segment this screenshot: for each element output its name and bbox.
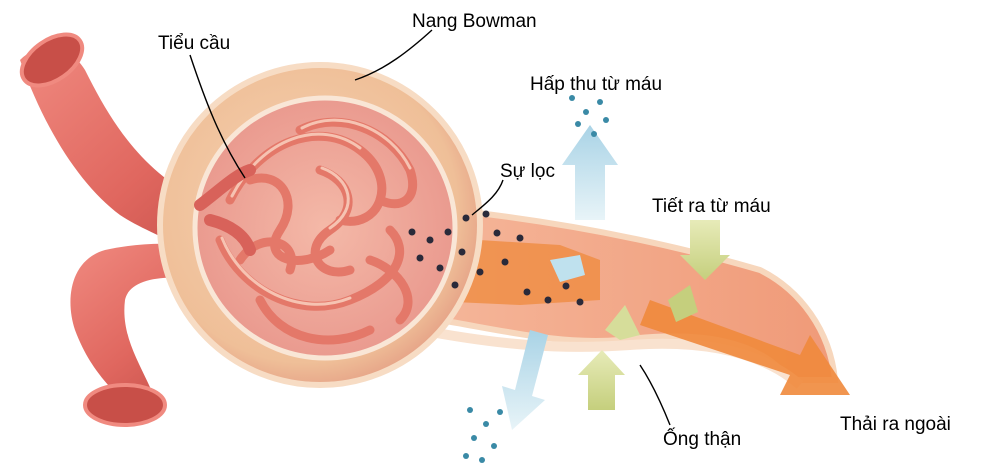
secretion-arrow-bottom <box>578 350 625 410</box>
label-glomerulus: Tiểu cầu <box>158 34 230 53</box>
label-secretion: Tiết ra từ máu <box>652 197 771 216</box>
reabsorption-arrow-top <box>562 125 618 220</box>
tubule-leader <box>640 365 670 425</box>
label-reabsorption: Hấp thu từ máu <box>530 75 662 94</box>
label-bowman-capsule: Nang Bowman <box>412 12 537 31</box>
efferent-opening <box>85 385 165 425</box>
label-tubule: Ống thận <box>663 430 741 449</box>
label-excretion: Thải ra ngoài <box>840 415 951 434</box>
label-filtration: Sự lọc <box>500 162 555 181</box>
